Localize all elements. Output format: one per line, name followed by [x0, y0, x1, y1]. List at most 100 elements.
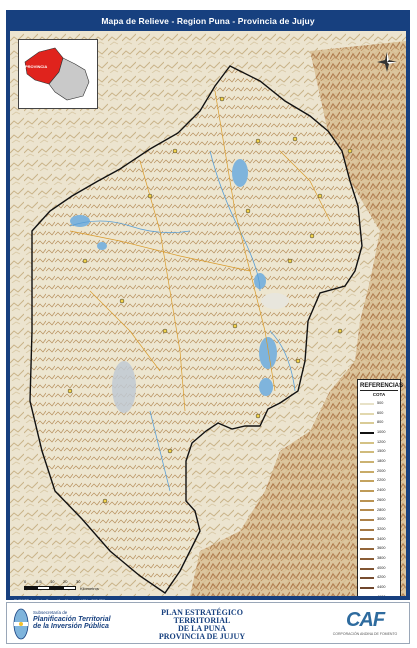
compass-rose-icon — [377, 52, 397, 72]
legend-swatch — [360, 422, 374, 425]
legend-item: 3800 — [360, 554, 398, 564]
legend-item: 800 — [360, 418, 398, 428]
legend-item: 500 — [360, 399, 398, 409]
roads — [69, 90, 331, 412]
legend-value: 4000 — [377, 565, 386, 570]
legend-item: 3400 — [360, 535, 398, 545]
legend-subtitle: COTA — [372, 392, 386, 397]
legend-swatch — [360, 567, 374, 570]
legend-swatch — [360, 470, 374, 473]
legend-swatch — [360, 431, 374, 434]
legend-swatch — [360, 519, 374, 522]
north-arrow — [376, 51, 398, 73]
legend-value: 1800 — [377, 459, 386, 464]
legend-item: 2400 — [360, 486, 398, 496]
legend-item: 1000 — [360, 428, 398, 438]
legend-swatch — [360, 451, 374, 454]
scale-unit: Kilometros — [80, 586, 99, 591]
legend-value: 500 — [377, 400, 384, 405]
locator-inset: PROVINCIA — [18, 39, 98, 109]
plan-line-3: PROVINCIA DE JUJUY — [158, 632, 246, 642]
legend-swatch — [360, 548, 374, 551]
legend-value: 2600 — [377, 497, 386, 502]
legend-value: 4400 — [377, 585, 386, 589]
legend-item: 1500 — [360, 447, 398, 457]
legend-value: 1500 — [377, 449, 386, 454]
legend-item: 3000 — [360, 515, 398, 525]
towns — [67, 96, 353, 504]
legend-item: 600 — [360, 409, 398, 419]
legend-value: 1000 — [377, 430, 386, 434]
legend-item: 4200 — [360, 573, 398, 583]
legend-item: 4400 — [360, 583, 398, 593]
legend-swatch — [360, 460, 374, 463]
legend-swatch — [360, 557, 374, 560]
source-note: FUENTE: Instituto Geográfico Nacional IG… — [14, 599, 106, 603]
legend-value: 3400 — [377, 536, 386, 541]
locator-map — [24, 47, 90, 101]
puna-region — [29, 65, 363, 594]
ministry-line-1: Subsecretaría de — [33, 610, 68, 615]
legend-item: 1200 — [360, 438, 398, 448]
legend-item: 4000 — [360, 564, 398, 574]
legend-item: 2600 — [360, 496, 398, 506]
legend-item: 2800 — [360, 506, 398, 516]
scale-segment — [37, 586, 50, 590]
caf-logo: CAF CORPORACIÓN ANDINA DE FOMENTO — [327, 609, 403, 641]
legend-swatch — [360, 480, 374, 483]
caf-subtitle: CORPORACIÓN ANDINA DE FOMENTO — [332, 632, 398, 636]
map-title: Mapa de Relieve - Region Puna - Provinci… — [101, 16, 315, 26]
legend-swatch — [360, 528, 374, 531]
legend-value: 2800 — [377, 507, 386, 512]
legend-swatch — [360, 499, 374, 502]
footer-bar: Subsecretaría de Planificación Territori… — [6, 602, 410, 644]
scale-segment — [63, 586, 76, 590]
ministry-line-2: Planificación Territorial — [33, 615, 111, 623]
scale-tick-label: 10 — [50, 579, 55, 584]
argentina-shield-icon — [13, 608, 29, 640]
legend-swatch — [360, 586, 374, 589]
relief-map — [10, 31, 406, 596]
scale-segment — [50, 586, 63, 590]
plan-line-1: PLAN ESTRATÉGICO TERRITORIAL — [161, 608, 243, 626]
legend-item: 1800 — [360, 457, 398, 467]
legend-value: 1200 — [377, 439, 386, 444]
legend-value: 800 — [377, 420, 384, 425]
inset-province-label: PROVINCIA — [25, 64, 48, 69]
legend-value: 2200 — [377, 478, 386, 483]
legend-item: 3600 — [360, 544, 398, 554]
legend-swatch — [360, 441, 374, 444]
scale-tick-label: 6.5 — [36, 579, 42, 584]
legend-value: 3000 — [377, 517, 386, 522]
map-frame: Mapa de Relieve - Region Puna - Provinci… — [6, 10, 410, 603]
legend-title: REFERENCIAS — [360, 383, 404, 391]
legend-item: 4600 — [360, 593, 398, 596]
ministry-line-3: de la Inversión Pública — [33, 623, 109, 631]
legend-item: 2000 — [360, 467, 398, 477]
legend-value: 3600 — [377, 546, 386, 551]
plan-line-2: DE LA PUNA — [177, 624, 226, 634]
legend-value: 2400 — [377, 488, 386, 493]
lakes — [70, 159, 289, 413]
legend-swatch — [360, 538, 374, 541]
legend-swatch — [360, 402, 374, 405]
legend-value: 3200 — [377, 526, 386, 531]
plan-title: PLAN ESTRATÉGICO TERRITORIAL DE LA PUNA … — [137, 608, 267, 642]
ministry-name: Subsecretaría de Planificación Territori… — [33, 610, 137, 631]
scale-tick-label: 30 — [76, 579, 81, 584]
legend-swatch — [360, 577, 374, 580]
scale-tick-label: 0 — [24, 579, 27, 584]
legend-swatch — [360, 412, 374, 415]
legend-value: 2000 — [377, 468, 386, 473]
legend-value: 4200 — [377, 575, 386, 580]
caf-wordmark: CAF — [345, 609, 385, 631]
scale-segments — [24, 586, 76, 590]
legend-item: 3200 — [360, 525, 398, 535]
scale-tick-label: 20 — [63, 579, 68, 584]
